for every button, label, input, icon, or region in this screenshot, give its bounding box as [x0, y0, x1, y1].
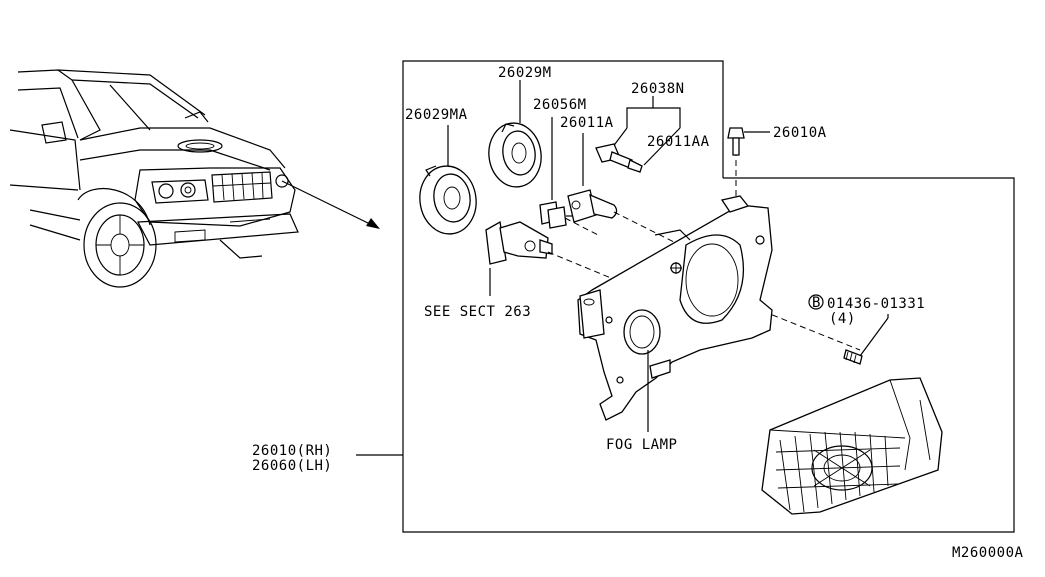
label-26010a: 26010A [773, 125, 827, 141]
label-26011a: 26011A [560, 115, 614, 131]
lamp-bracket [577, 195, 773, 432]
callout-arrow [281, 180, 380, 229]
bolt-01436-01331 [808, 294, 889, 365]
label-26029m: 26029M [498, 65, 552, 81]
label-see-sect: SEE SECT 263 [424, 304, 531, 320]
screw-26010a [727, 127, 770, 156]
vehicle-illustration [9, 69, 299, 288]
label-lh: 26060(LH) [252, 458, 332, 474]
b-marker-icon [808, 294, 824, 310]
label-26038n: 26038N [631, 81, 685, 97]
label-26056m: 26056M [533, 97, 587, 113]
bulb-assembly-see-sect-263 [485, 220, 553, 296]
bulb-26038n [595, 96, 681, 173]
connector-26056m [539, 117, 580, 229]
bulb-socket-26029ma [419, 125, 477, 235]
bolt-marker-letter: B [812, 295, 821, 311]
label-bolt-part: 01436-01331 [827, 296, 925, 312]
label-26011aa: 26011AA [647, 134, 710, 150]
label-fog-lamp: FOG LAMP [606, 437, 677, 453]
fog-lamp-lens [761, 377, 943, 515]
bulb-socket-26029m [488, 80, 542, 188]
bulb-26011a [567, 133, 618, 223]
label-rh: 26010(RH) [252, 443, 332, 459]
diagram-id: M260000A [952, 545, 1024, 561]
label-26029ma: 26029MA [405, 107, 468, 123]
detail-frame [402, 60, 1015, 533]
label-bolt-qty: (4) [829, 311, 856, 327]
